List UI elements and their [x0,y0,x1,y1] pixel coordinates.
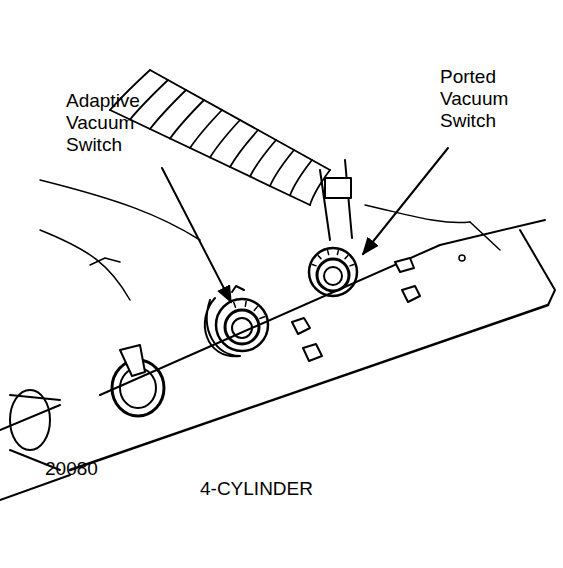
hose-rib [230,130,258,167]
part-label: Ported Vacuum Switch [440,66,508,132]
ported-vacuum-switch [309,248,357,296]
switch-tab [232,286,244,292]
switch-tick [260,317,265,319]
body-line [40,230,130,300]
switch-tick [345,256,348,259]
body-line [365,205,470,223]
ported-vacuum-switch [324,267,342,285]
ported-vacuum-switch [317,259,349,291]
part-label: Adaptive Vacuum Switch [66,90,140,156]
switch-tick [318,256,321,259]
switch-markings [234,251,354,319]
adaptive-vacuum-switch [232,318,252,338]
switch-tick [337,251,339,255]
manifold-edge [70,305,548,470]
hose-rib [190,110,222,148]
hose-rib [170,100,204,139]
vacuum-line [320,160,352,240]
switch-tick [254,307,257,311]
switch-tick [312,264,316,265]
mounting-nut [292,258,420,361]
hose-rib [150,90,186,129]
hose-rib [250,140,276,177]
small-fitting [459,255,465,261]
adaptive-vacuum-switch [225,310,259,344]
corrugated-hose [110,70,330,205]
switch-tick [327,251,329,255]
leader-arrow [363,148,448,254]
hose-clamp [325,178,351,198]
fitting-lever [120,345,145,376]
caption-label: 4-CYLINDER [200,478,313,500]
body-line [40,180,200,240]
hose-rib [290,160,312,196]
switch-tick [234,302,236,307]
figure-number: 20080 [45,458,98,480]
manifold-edge [520,230,555,305]
manifold-edge [0,220,545,430]
body-line [90,258,120,265]
hose-rib [210,120,240,158]
switch-tick [350,264,354,265]
adaptive-vacuum-switch [216,299,268,351]
leader-arrow [162,168,231,302]
hose-rib [270,150,294,186]
switch-tick [245,301,247,306]
